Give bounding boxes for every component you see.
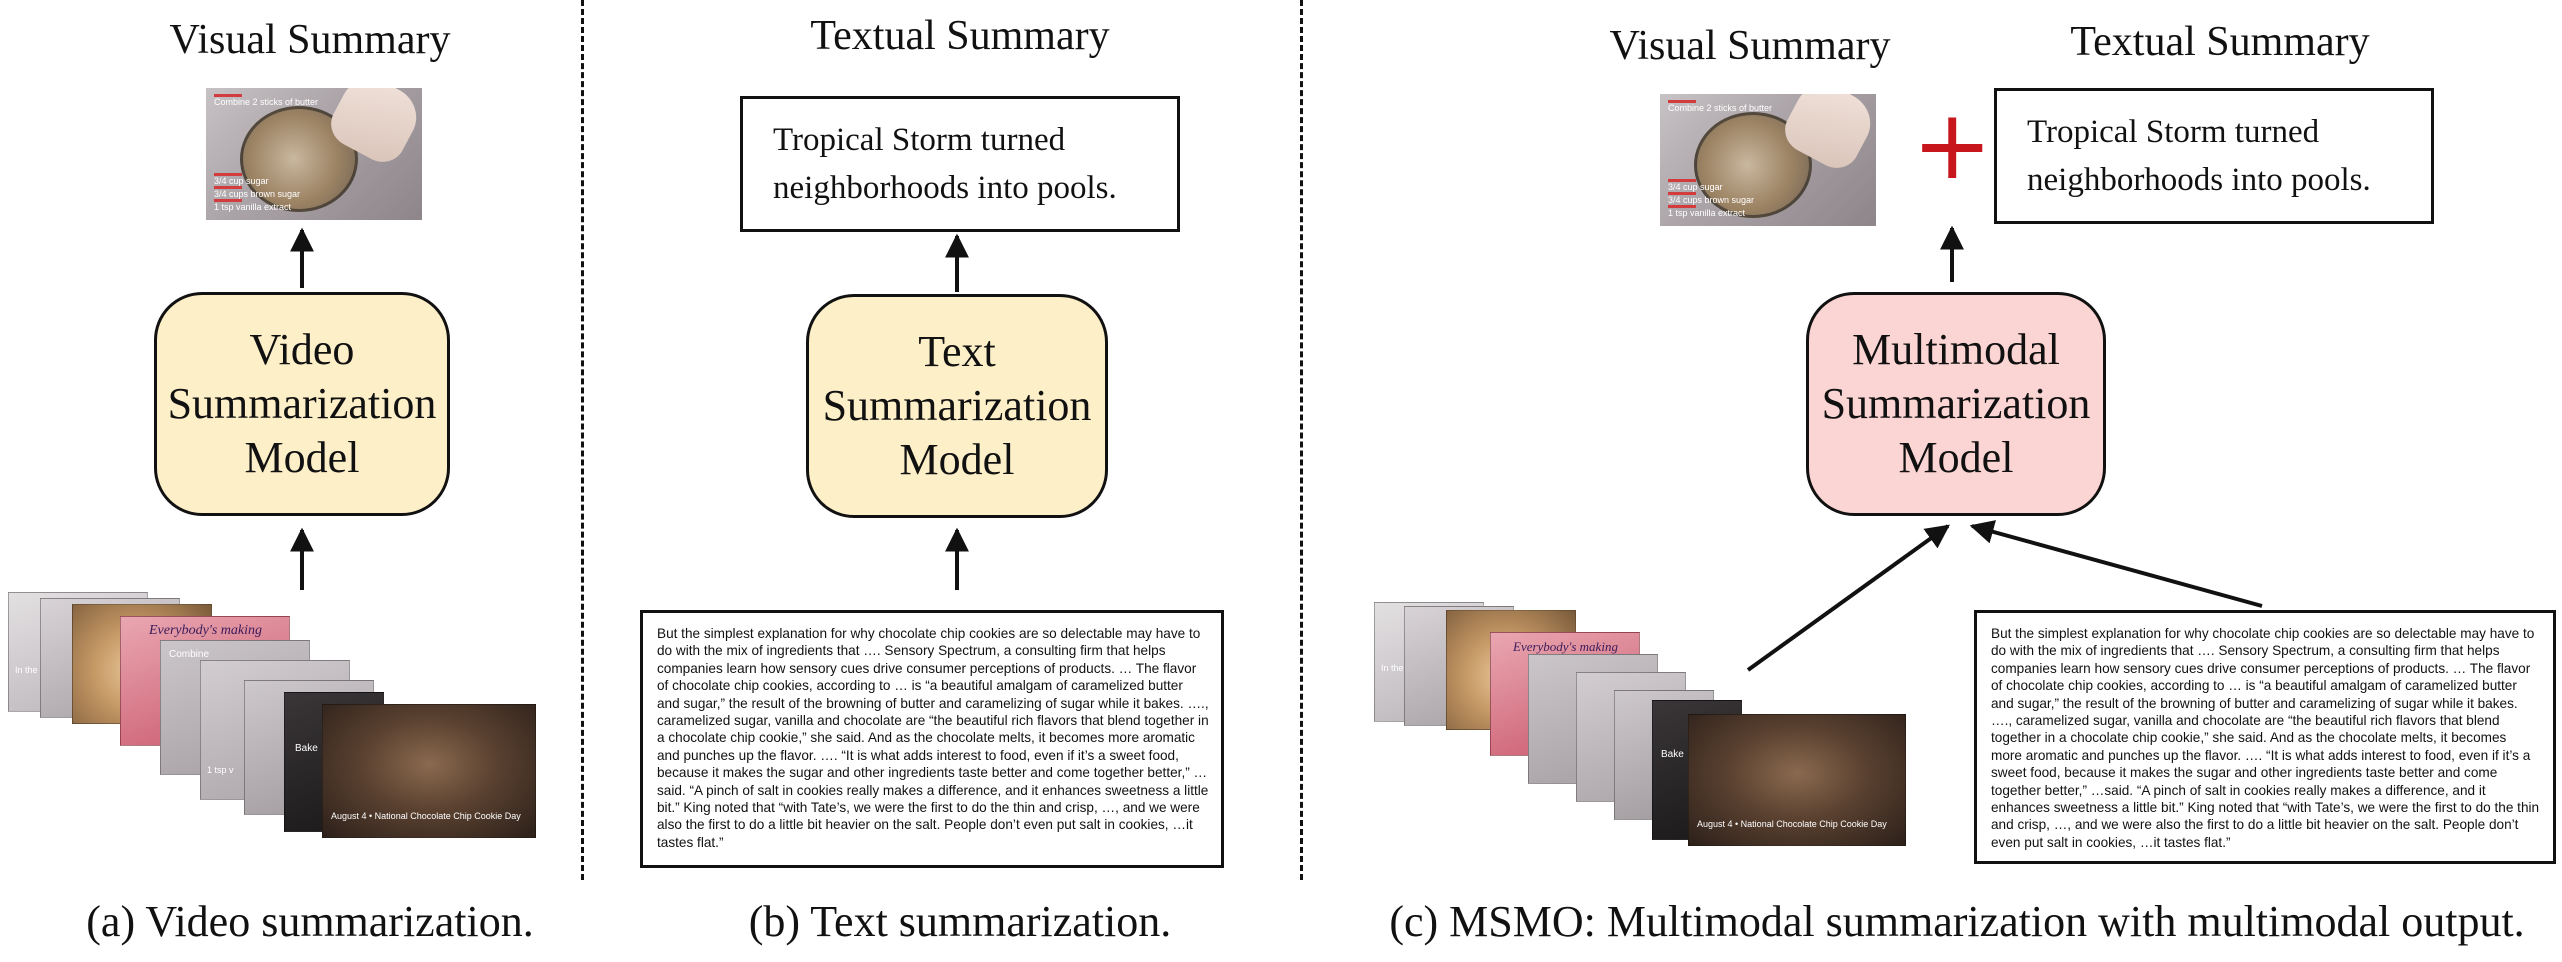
visual-summary-thumbnail-c: Combine 2 sticks of butter 3/4 cup sugar… (1660, 94, 1876, 226)
caption-c: (c) MSMO: Multimodal summarization with … (1389, 897, 2525, 946)
text-summarization-model-box: Text Summarization Model (806, 294, 1108, 518)
caption-b: (b) Text summarization. (748, 897, 1172, 946)
text-summary-box-c: Tropical Storm turned neighborhoods into… (1994, 88, 2434, 224)
thumb-label-4: 1 tsp vanilla extract (214, 199, 292, 212)
arrow-frames-to-multimodal-model (1746, 524, 1950, 672)
model-line-3: Model (244, 432, 360, 482)
source-document-c: But the simplest explanation for why cho… (1974, 610, 2556, 864)
thumb-label-2: 3/4 cup sugar (1668, 179, 1723, 192)
visual-summary-title-c: Visual Summary (1609, 23, 1891, 69)
textual-summary-title-c: Textual Summary (2070, 19, 2370, 65)
video-summarization-model-box: Video Summarization Model (154, 292, 450, 516)
panel-divider-right (1300, 0, 1303, 880)
thumb-label-1: Combine 2 sticks of butter (1668, 100, 1773, 113)
video-frame-chocolate-chip-cookie-day: August 4 • National Chocolate Chip Cooki… (1688, 714, 1906, 846)
thumb-label-4: 1 tsp vanilla extract (1668, 205, 1746, 218)
model-line-2: Summarization (1821, 379, 2091, 429)
model-line-1: Multimodal (1852, 325, 2060, 375)
summary-line-2: neighborhoods into pools. (773, 169, 1117, 206)
summary-line-1: Tropical Storm turned (773, 122, 1066, 158)
video-frame-chocolate-chip-cookie-day: August 4 • National Chocolate Chip Cooki… (322, 704, 536, 838)
model-line-2: Summarization (822, 381, 1092, 431)
document-text: But the simplest explanation for why cho… (1991, 626, 2540, 850)
model-line-3: Model (1898, 432, 2014, 482)
text-summary-box-b: Tropical Storm turned neighborhoods into… (740, 96, 1180, 232)
multimodal-summarization-model-box: Multimodal Summarization Model (1806, 292, 2106, 516)
thumb-label-3: 3/4 cups brown sugar (1668, 192, 1755, 205)
model-line-3: Model (899, 434, 1015, 484)
caption-a: (a) Video summarization. (86, 897, 534, 946)
textual-summary-title-b: Textual Summary (810, 13, 1110, 59)
summary-line-2: neighborhoods into pools. (2027, 161, 2371, 198)
thumb-label-1: Combine 2 sticks of butter (214, 94, 319, 107)
visual-summary-thumbnail-a: Combine 2 sticks of butter 3/4 cup sugar… (206, 88, 422, 220)
thumb-label-2: 3/4 cup sugar (214, 173, 269, 186)
model-line-1: Video (249, 325, 355, 375)
panel-divider-left (581, 0, 584, 880)
model-line-2: Summarization (167, 379, 437, 429)
document-text: But the simplest explanation for why cho… (657, 626, 1209, 850)
mixing-bowl-image (1694, 112, 1812, 218)
model-line-1: Text (918, 327, 996, 377)
plus-sign: + (1912, 89, 1993, 201)
visual-summary-title-a: Visual Summary (169, 17, 451, 63)
summary-line-1: Tropical Storm turned (2027, 114, 2320, 150)
arrow-doc-to-multimodal-model (1969, 520, 2263, 608)
source-document-b: But the simplest explanation for why cho… (640, 610, 1224, 868)
thumb-label-3: 3/4 cups brown sugar (214, 186, 301, 199)
